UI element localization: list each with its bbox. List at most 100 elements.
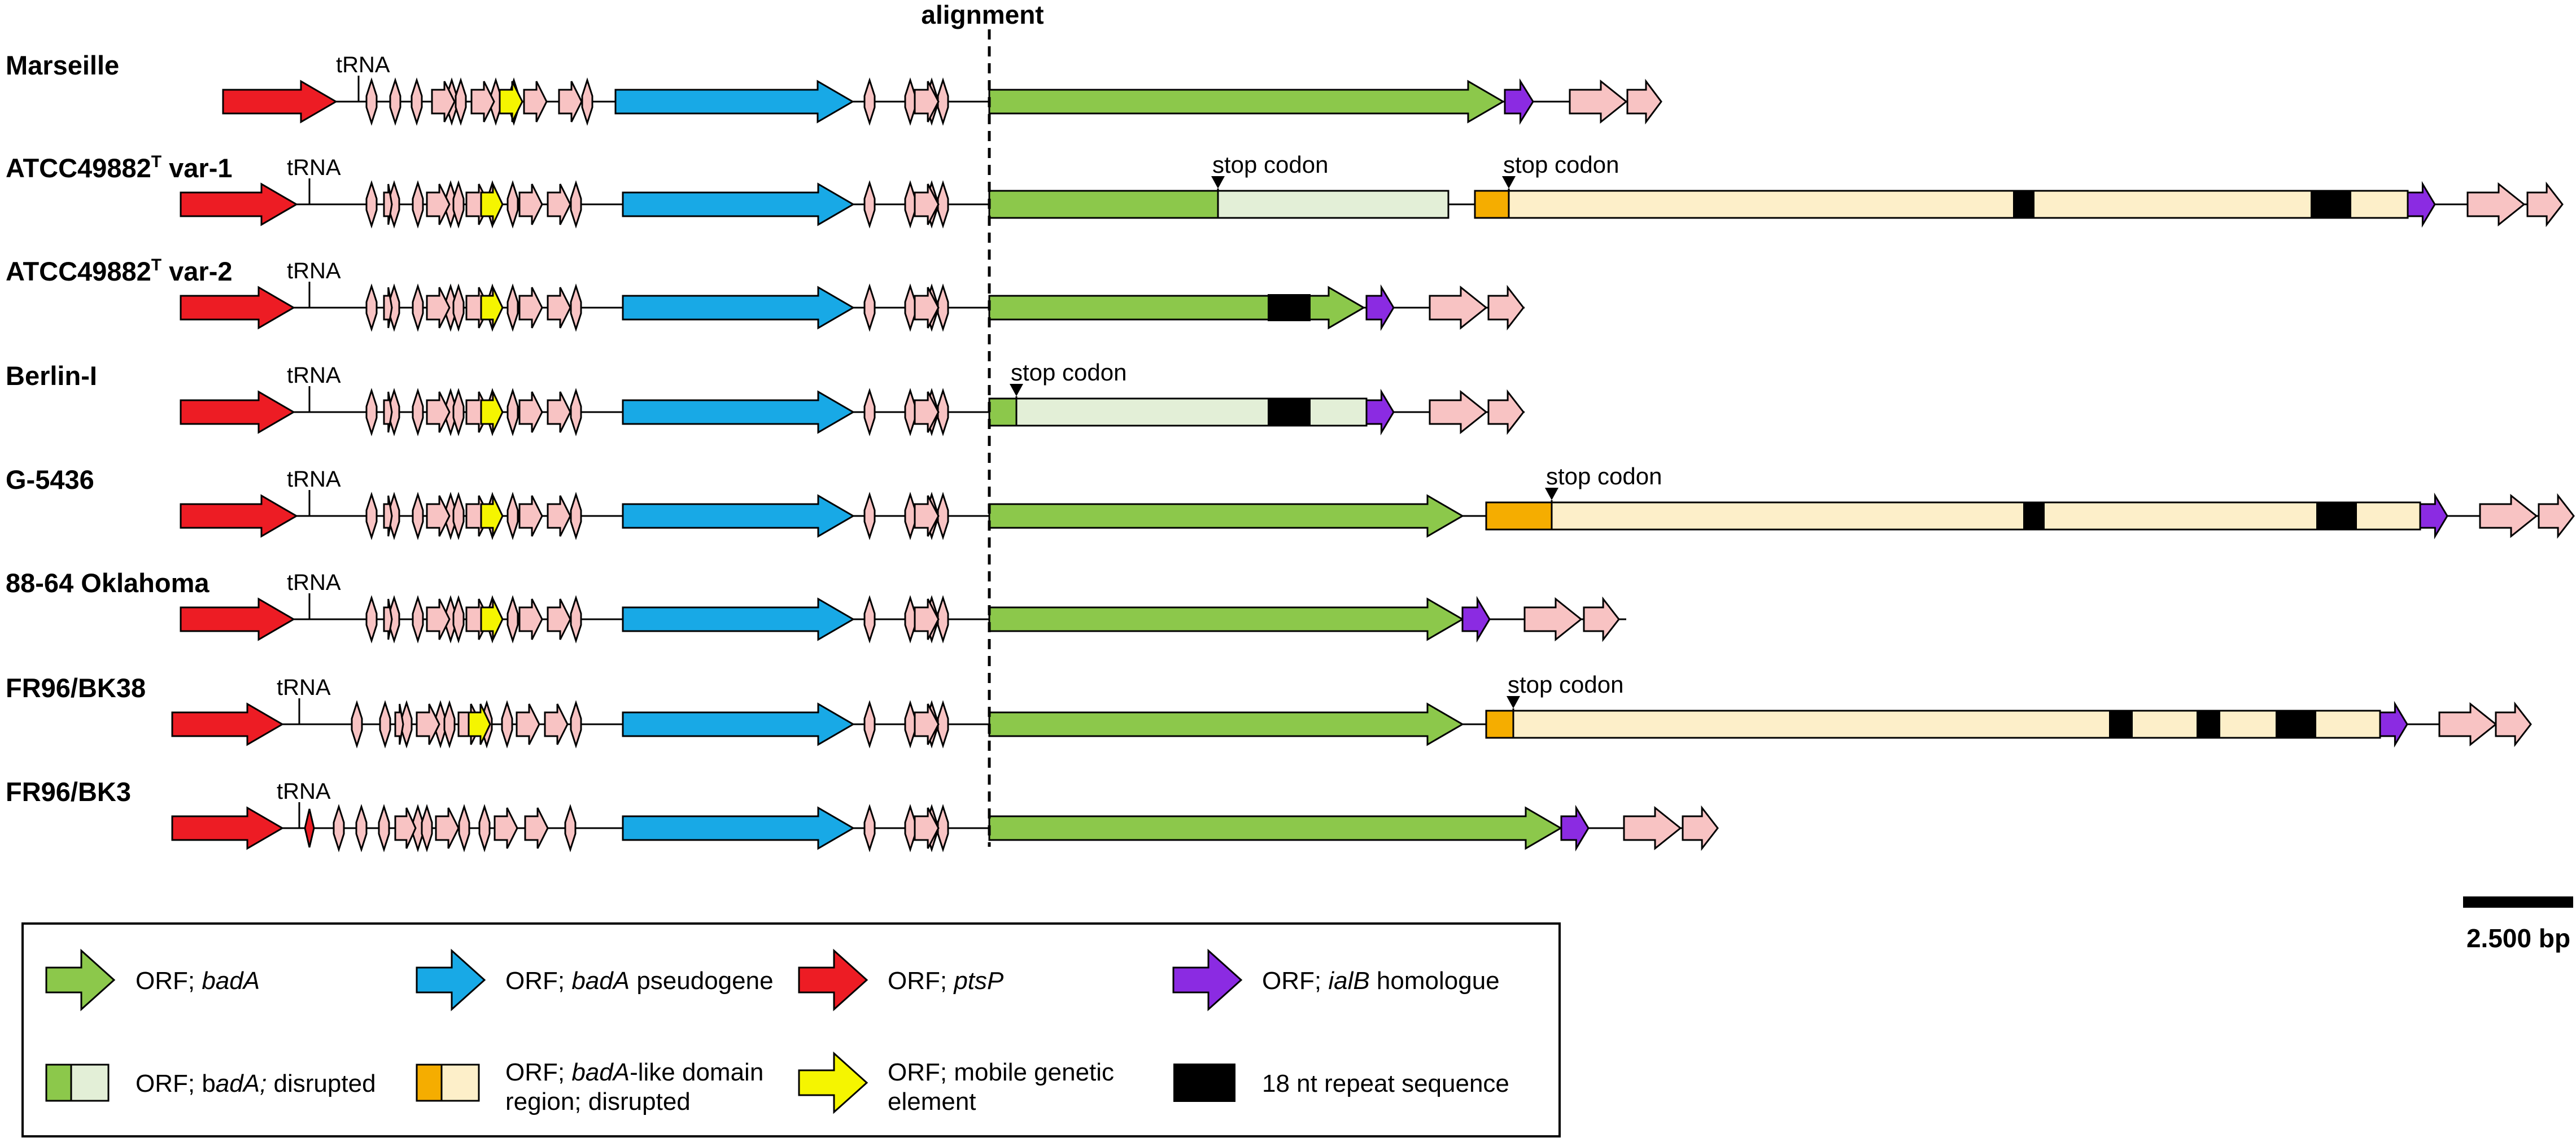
scale-bar-label: 2.500 bp [2466, 924, 2570, 953]
repeat-block [2311, 191, 2351, 218]
ialb-arrow [2407, 181, 2436, 228]
small-orf-tick [304, 808, 315, 848]
strain-label: FR96/BK3 [6, 777, 131, 807]
small-orf-tick [412, 492, 424, 540]
small-orf-arrow [1623, 806, 1682, 851]
small-orf-tick [937, 388, 949, 436]
bada-pseudogene-arrow [622, 390, 855, 434]
small-orf-tick [458, 804, 470, 852]
small-orf-tick [863, 595, 876, 644]
legend-mobile-element-icon [798, 1051, 868, 1114]
small-orf-tick [937, 180, 949, 229]
small-orf-arrow [426, 287, 451, 329]
stop-codon-marker [1211, 176, 1225, 189]
stop-codon-label: stop codon [1508, 671, 1624, 698]
small-orf-tick [904, 283, 916, 332]
bada-pseudogene-arrow [622, 286, 855, 330]
alignment-label: alignment [921, 0, 1044, 29]
stop-codon-label: stop codon [1546, 463, 1662, 489]
stop-codon-marker [1502, 176, 1516, 189]
ialb-arrow [1365, 284, 1395, 331]
small-orf-tick [863, 180, 876, 229]
small-orf-arrow [547, 183, 571, 225]
ialb-arrow [1560, 804, 1590, 852]
small-orf-tick [904, 388, 916, 436]
repeat-block [2109, 711, 2133, 738]
bada-pseudogene-arrow [622, 182, 855, 226]
small-orf-tick [378, 804, 390, 852]
ptsp-arrow [180, 182, 298, 226]
ialb-arrow [1365, 388, 1395, 436]
repeat-block [1268, 399, 1311, 426]
small-orf-arrow [547, 391, 571, 433]
ialb-arrow [2419, 492, 2448, 540]
small-orf-tick [904, 180, 916, 229]
small-orf-tick [351, 700, 363, 749]
small-orf-arrow [426, 598, 451, 640]
small-orf-tick [379, 700, 391, 749]
legend-box [21, 922, 1561, 1137]
small-orf-tick [570, 492, 582, 540]
small-orf-tick [904, 595, 916, 644]
small-orf-tick [452, 492, 465, 540]
small-orf-tick [507, 595, 519, 644]
small-orf-tick [365, 283, 378, 332]
legend-item-label: ORF; badA [136, 967, 260, 995]
ptsp-arrow [171, 702, 284, 746]
bada-like-domain-segment [1485, 501, 1553, 531]
small-orf-tick [863, 77, 876, 126]
bada-disrupted-segment [988, 190, 1219, 219]
small-orf-arrow [518, 391, 543, 433]
small-orf-arrow [914, 598, 940, 640]
small-orf-arrow [914, 81, 940, 122]
bada-pseudogene-arrow [622, 702, 855, 746]
legend-ialb-icon [1172, 948, 1243, 1012]
small-orf-tick [904, 700, 916, 749]
small-orf-tick [333, 804, 345, 852]
bada-disrupted-remainder [1217, 190, 1449, 219]
strain-label: G-5436 [6, 465, 94, 495]
small-orf-tick [937, 595, 949, 644]
small-orf-arrow [1626, 78, 1662, 125]
legend-bada-pseudogene-icon [416, 948, 486, 1012]
bada-arrow [988, 494, 1464, 538]
ptsp-arrow [180, 597, 295, 641]
small-orf-tick [570, 180, 582, 229]
bada-pseudogene-arrow [622, 597, 855, 641]
small-orf-arrow [1429, 285, 1488, 330]
scale-bar-line [2463, 896, 2573, 908]
small-orf-arrow [524, 807, 549, 849]
mobile-element-arrow [480, 598, 504, 640]
trna-label: tRNA [277, 779, 331, 804]
small-orf-arrow [523, 81, 548, 122]
small-orf-tick [507, 180, 519, 229]
small-orf-arrow [431, 81, 456, 122]
small-orf-tick [863, 388, 876, 436]
small-orf-tick [452, 283, 465, 332]
legend-item-label: ORF; ialB homologue [1262, 967, 1500, 995]
scale-bar: 2.500 bp [2463, 896, 2573, 953]
legend-bada-like-icon [416, 1064, 443, 1102]
small-orf-tick [411, 77, 423, 126]
small-orf-arrow [914, 495, 940, 537]
small-orf-tick [904, 804, 916, 852]
small-orf-arrow [516, 703, 540, 745]
small-orf-tick [412, 595, 424, 644]
repeat-block [2013, 191, 2034, 218]
small-orf-arrow [2479, 493, 2538, 539]
mobile-element-arrow [468, 703, 491, 745]
bada-like-domain-segment [1485, 710, 1514, 739]
ptsp-arrow [180, 494, 298, 538]
small-orf-tick [365, 180, 378, 229]
mobile-element-arrow [480, 183, 504, 225]
small-orf-arrow [1523, 597, 1583, 642]
small-orf-tick [365, 388, 378, 436]
trna-label: tRNA [287, 363, 341, 388]
small-orf-arrow [416, 703, 440, 745]
small-orf-tick [937, 283, 949, 332]
